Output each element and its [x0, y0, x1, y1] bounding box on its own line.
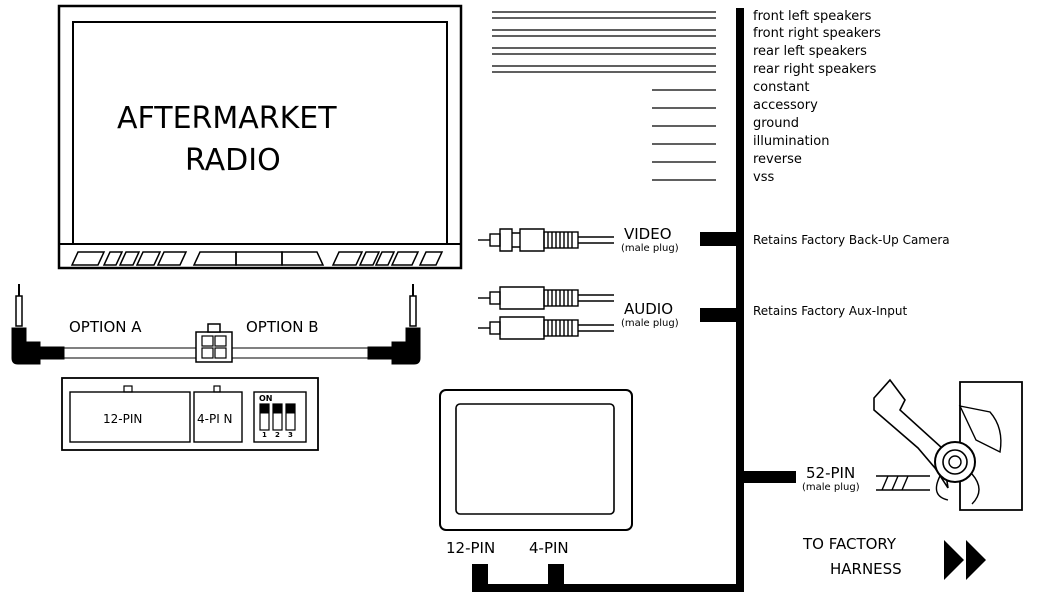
wire-label: reverse [753, 152, 802, 167]
video-label: VIDEO [624, 225, 672, 243]
radio-unit [57, 4, 463, 270]
audio-label: AUDIO [624, 300, 674, 318]
option-a-label: OPTION A [69, 318, 142, 336]
main-harness-bus [472, 8, 796, 592]
radio-title-line1: AFTERMARKET [117, 101, 337, 136]
rca-video-plug [478, 228, 614, 252]
wire-label: ground [753, 116, 799, 131]
video-plug-type: (male plug) [621, 243, 679, 254]
power-wires [652, 89, 716, 181]
dip-switch-on-label: ON [259, 394, 273, 403]
interface-box [439, 389, 633, 531]
wire-label: rear right speakers [753, 62, 877, 77]
option-cable [11, 284, 421, 365]
dip-switch-number: 1 [262, 431, 267, 439]
to-factory-label-line1: TO FACTORY [803, 535, 897, 553]
audio-note: Retains Factory Aux-Input [753, 304, 908, 318]
to-factory-label-line2: HARNESS [830, 560, 902, 578]
panel-port-12pin: 12-PIN [103, 412, 143, 426]
radio-title-line2: RADIO [185, 143, 281, 178]
pin52-plug-type: (male plug) [802, 482, 860, 493]
factory-connector [873, 378, 1023, 511]
pin4-label: 4-PIN [529, 539, 569, 557]
pin12-label: 12-PIN [446, 539, 496, 557]
radio-button-bar [70, 251, 444, 266]
wire-label: illumination [753, 134, 830, 149]
wire-label: front right speakers [753, 26, 881, 41]
wire-label: vss [753, 170, 775, 185]
wire-label: rear left speakers [753, 44, 867, 59]
option-b-label: OPTION B [246, 318, 319, 336]
wire-label: accessory [753, 98, 818, 113]
interface-module-panel [61, 377, 319, 451]
dip-switch-number: 2 [275, 431, 280, 439]
panel-port-4pin: 4-PI N [197, 412, 233, 426]
rca-audio-plug-right [478, 316, 614, 340]
speaker-wires [492, 11, 716, 73]
video-note: Retains Factory Back-Up Camera [753, 233, 950, 247]
wire-label: constant [753, 80, 810, 95]
to-factory-arrows [944, 540, 986, 580]
rca-audio-plug-left [478, 286, 614, 310]
pin52-label: 52-PIN [806, 464, 856, 482]
wire-label: front left speakers [753, 9, 872, 24]
audio-plug-type: (male plug) [621, 318, 679, 329]
dip-switch-number: 3 [288, 431, 293, 439]
